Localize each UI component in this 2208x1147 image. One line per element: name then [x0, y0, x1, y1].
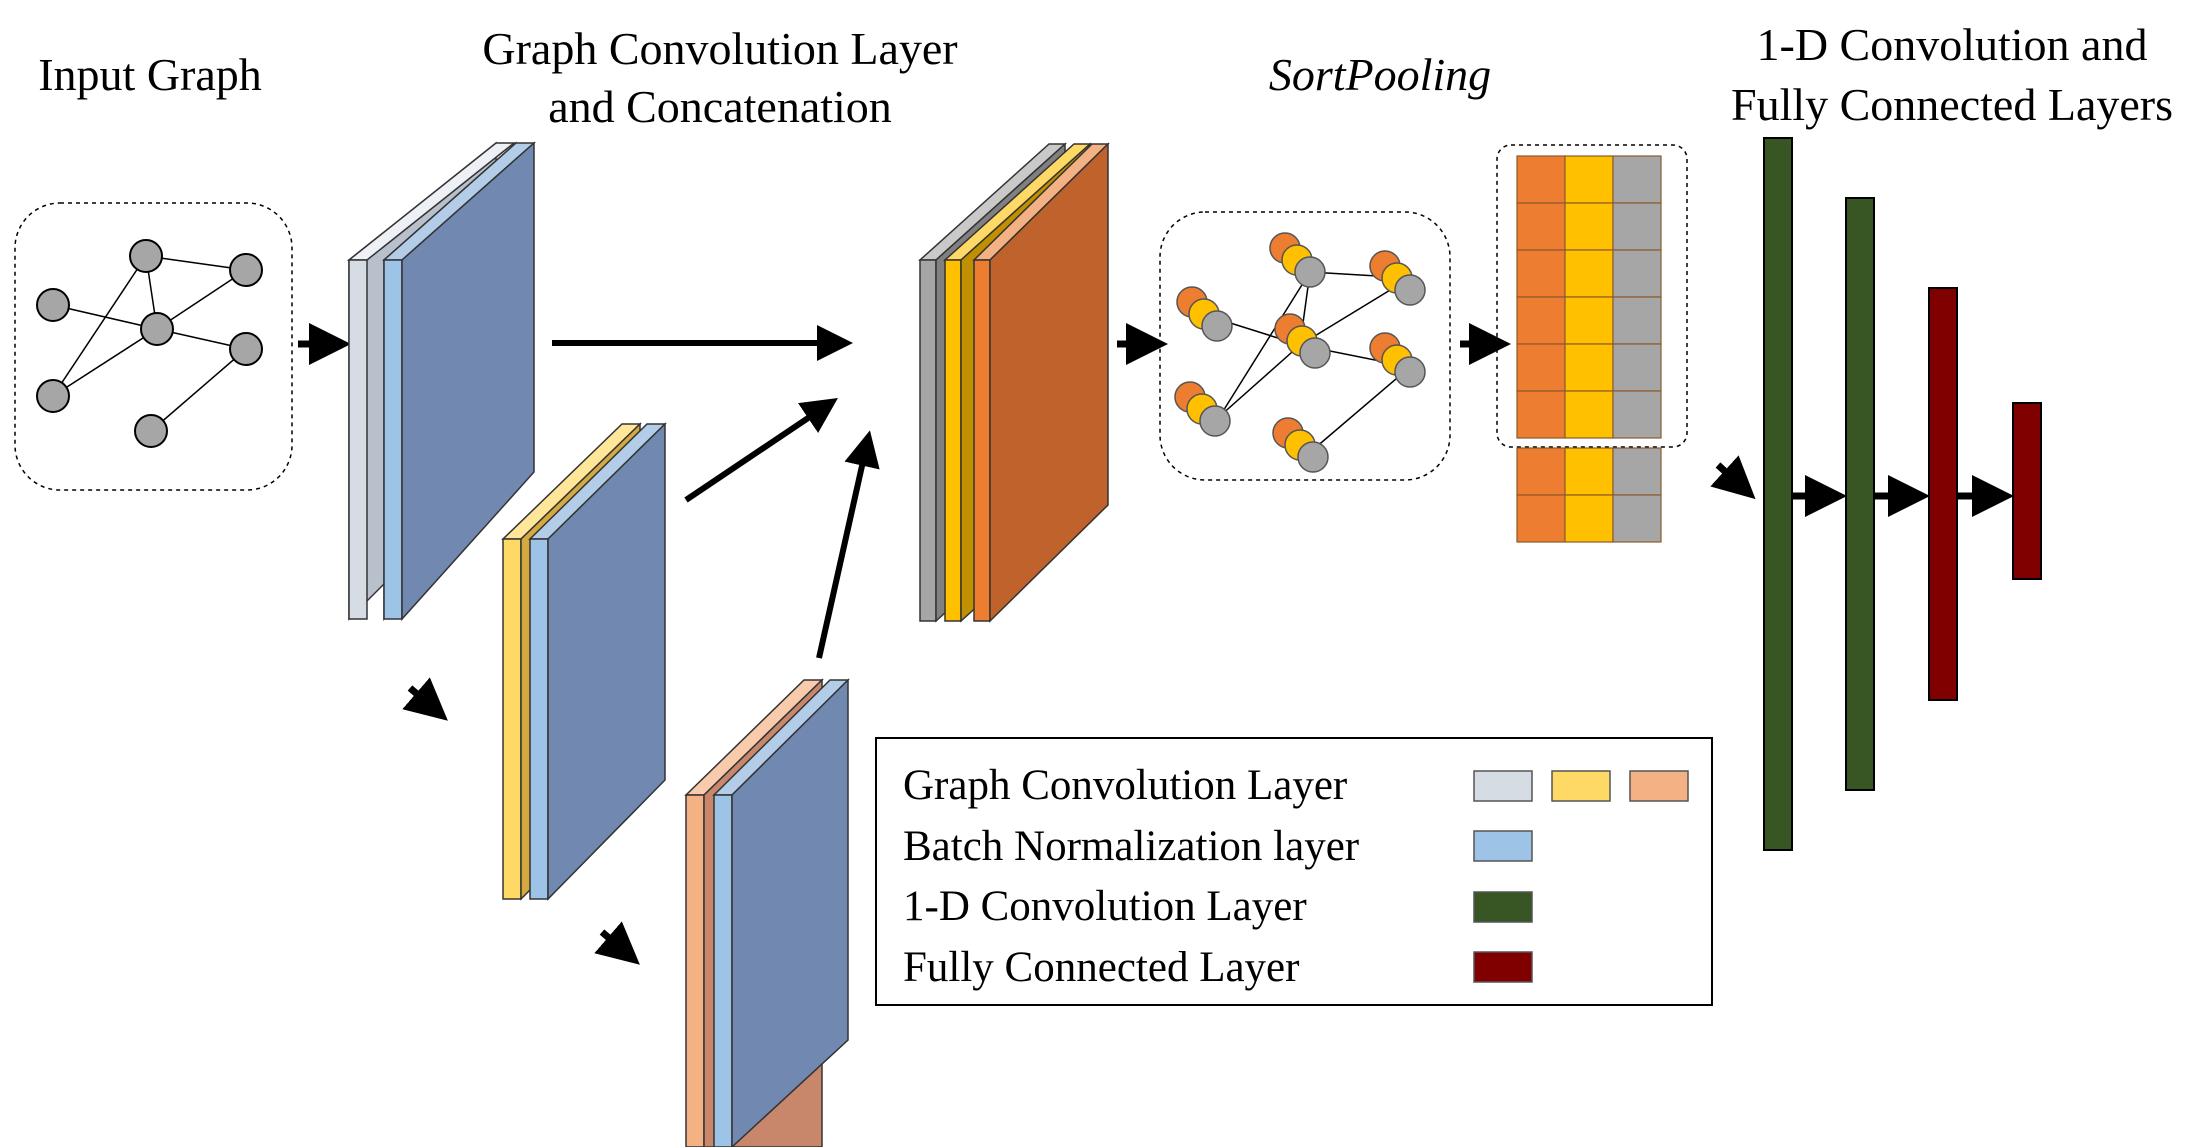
graph-node	[229, 332, 263, 366]
input-graph	[14, 202, 293, 491]
graph-node	[36, 288, 70, 322]
sortpooling-title: SortPooling	[1269, 49, 1491, 100]
sorted-feature-cell	[1564, 447, 1614, 496]
graph-node	[229, 253, 263, 287]
arrow-concat-2	[684, 397, 838, 503]
graph-node	[140, 312, 174, 346]
conv-fc-title-line1: 1-D Convolution and	[1757, 19, 2148, 70]
gcn-block-2	[501, 422, 667, 901]
fc-layer-1	[1928, 287, 1958, 701]
legend-label-bn: Batch Normalization layer	[903, 823, 1359, 870]
sortpooling-graph	[1159, 211, 1451, 481]
sorted-feature-cell	[1516, 296, 1566, 345]
sorted-feature-cell	[1564, 155, 1614, 204]
sorted-feature-cell	[1612, 249, 1662, 298]
legend-label-fc: Fully Connected Layer	[903, 944, 1299, 991]
arrow-down-right	[1710, 455, 1756, 500]
gcn-block-3	[684, 678, 850, 1147]
sorted-feature-cell	[1516, 249, 1566, 298]
sorted-feature-cell	[1564, 343, 1614, 392]
conv-fc-layers	[1763, 137, 2042, 851]
legend-swatch	[1473, 830, 1533, 862]
legend-swatch	[1473, 891, 1533, 923]
sorted-feature-cell	[1516, 447, 1566, 496]
sorted-feature-cell	[1612, 296, 1662, 345]
graph-node	[36, 379, 70, 413]
arrow-concat-3	[816, 430, 880, 659]
input-graph-title: Input Graph	[38, 49, 262, 100]
sorted-feature-cell	[1612, 447, 1662, 496]
graph-node	[129, 239, 163, 273]
sorted-feature-cell	[1612, 390, 1662, 439]
fc-layer-2	[2012, 402, 2042, 580]
sorted-feature-cell	[1612, 155, 1662, 204]
sorted-feature-cell	[1516, 343, 1566, 392]
sorted-feature-cell	[1612, 202, 1662, 251]
sorted-feature-cell	[1564, 494, 1614, 543]
legend-label-gcn: Graph Convolution Layer	[903, 762, 1347, 809]
gcn-block-1	[346, 141, 536, 621]
legend-swatch	[1551, 770, 1611, 802]
sorted-feature-cell	[1564, 390, 1614, 439]
legend-label-conv1d: 1-D Convolution Layer	[903, 883, 1307, 930]
legend-swatch	[1473, 770, 1533, 802]
sorted-feature-cell	[1516, 155, 1566, 204]
conv-fc-title-line2: Fully Connected Layers	[1731, 79, 2173, 130]
sorted-feature-cell	[1516, 390, 1566, 439]
conv1d-layer-1	[1763, 137, 1793, 851]
sorted-feature-cell	[1516, 202, 1566, 251]
legend-swatch	[1473, 951, 1533, 983]
sorted-feature-cell	[1612, 343, 1662, 392]
legend: Graph Convolution Layer Batch Normalizat…	[875, 737, 1713, 1006]
arrow-down-right	[402, 677, 448, 721]
sorted-feature-cell	[1612, 494, 1662, 543]
arrow-down-right	[594, 921, 640, 965]
sorted-feature-table	[1496, 144, 1688, 543]
sorted-feature-cell	[1564, 249, 1614, 298]
conv1d-layer-2	[1845, 197, 1875, 791]
concatenated-features	[918, 142, 1110, 623]
sorted-feature-cell	[1564, 202, 1614, 251]
legend-swatch	[1629, 770, 1689, 802]
gcn-title-line1: Graph Convolution Layer	[482, 23, 957, 74]
sorted-feature-cell	[1564, 296, 1614, 345]
graph-node	[134, 414, 168, 448]
sorted-feature-cell	[1516, 494, 1566, 543]
gcn-title-line2: and Concatenation	[548, 81, 892, 132]
